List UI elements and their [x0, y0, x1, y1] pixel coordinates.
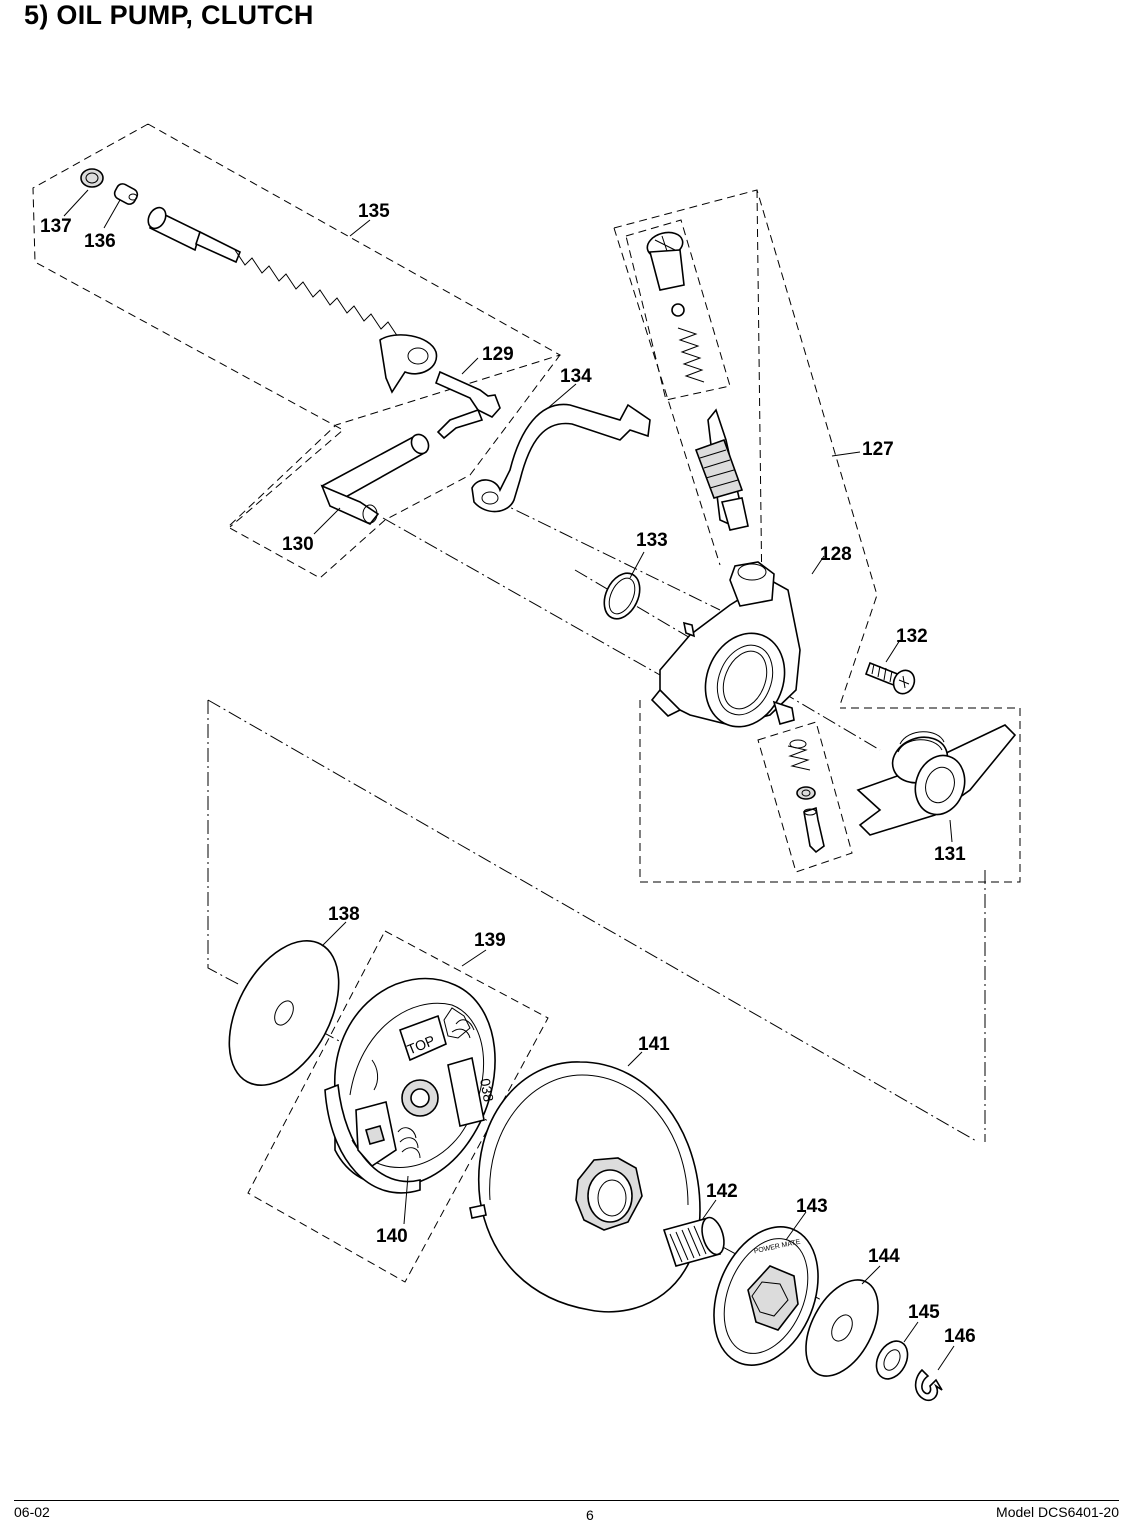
group-outline-139	[247, 930, 549, 1283]
part-128-lower-valve	[803, 806, 825, 854]
label-144: 144	[868, 1246, 900, 1267]
label-129: 129	[482, 344, 514, 365]
group-outline-127	[613, 189, 878, 706]
part-141-clutch-drum	[469, 1061, 701, 1313]
label-133: 133	[636, 530, 668, 551]
part-130-hose	[320, 433, 430, 525]
group-outline-135	[32, 123, 562, 579]
label-135: 135	[358, 201, 390, 222]
part-134-oil-line	[471, 403, 651, 513]
group-outline-clutch-assembly	[207, 699, 979, 1143]
part-128-lower-ring	[796, 786, 816, 800]
part-139-clutch: TOP 038	[324, 977, 497, 1194]
centerline-pump-2	[494, 499, 721, 611]
part-146-e-clip	[914, 1368, 943, 1402]
label-139: 139	[474, 930, 506, 951]
footer-divider	[14, 1500, 1119, 1501]
label-142: 142	[706, 1181, 738, 1202]
part-142-needle-bearing	[662, 1216, 725, 1267]
label-134: 134	[560, 366, 592, 387]
part-138-washer-disc	[228, 940, 340, 1086]
spring-coils-135	[234, 249, 399, 338]
label-131: 131	[934, 844, 966, 865]
label-145: 145	[908, 1302, 940, 1323]
part-128-upper-spring	[677, 327, 705, 383]
part-135-oil-pickup	[147, 206, 438, 394]
label-130: 130	[282, 534, 314, 555]
page-title: 5) OIL PUMP, CLUTCH	[24, 0, 314, 30]
label-128: 128	[820, 544, 852, 565]
part-128-lower-spring	[787, 739, 811, 771]
label-137: 137	[40, 216, 72, 237]
label-138: 138	[328, 904, 360, 925]
part-136-sleeve	[113, 183, 139, 205]
clutch-shoe-top: TOP	[398, 1014, 447, 1062]
part-131-worm-gear	[856, 724, 1017, 836]
part-128-worm-shaft	[694, 408, 749, 531]
group-outline-131	[639, 700, 1021, 883]
part-143-rim-sprocket: POWER MATE	[713, 1226, 819, 1366]
label-132: 132	[896, 626, 928, 647]
footer-model: Model DCS6401-20	[996, 1504, 1119, 1520]
clutch-shoe-size: 038	[447, 1056, 497, 1127]
part-128-upper-screw	[646, 231, 685, 317]
part-132-screw	[864, 661, 916, 695]
part-144-washer	[805, 1279, 879, 1377]
leader-lines	[63, 189, 955, 1371]
label-143: 143	[796, 1196, 828, 1217]
label-141: 141	[638, 1034, 670, 1055]
group-outline-128-upper	[625, 219, 731, 401]
label-127: 127	[862, 439, 894, 460]
label-136: 136	[84, 231, 116, 252]
part-145-small-washer	[875, 1340, 909, 1380]
label-146: 146	[944, 1326, 976, 1347]
label-140: 140	[376, 1226, 408, 1247]
part-133-o-ring	[603, 572, 641, 620]
centerline-pump	[382, 517, 661, 676]
part-137-plug	[80, 168, 104, 188]
group-outline-128-lower	[757, 721, 853, 873]
clutch-size-marking: 038	[477, 1077, 497, 1103]
part-127-oil-pump-body	[650, 561, 801, 728]
part-129-elbow-fitting	[434, 370, 501, 440]
footer-date: 06-02	[14, 1504, 50, 1520]
footer-page-number: 6	[586, 1507, 594, 1523]
clutch-shoe-lower	[355, 1101, 397, 1168]
